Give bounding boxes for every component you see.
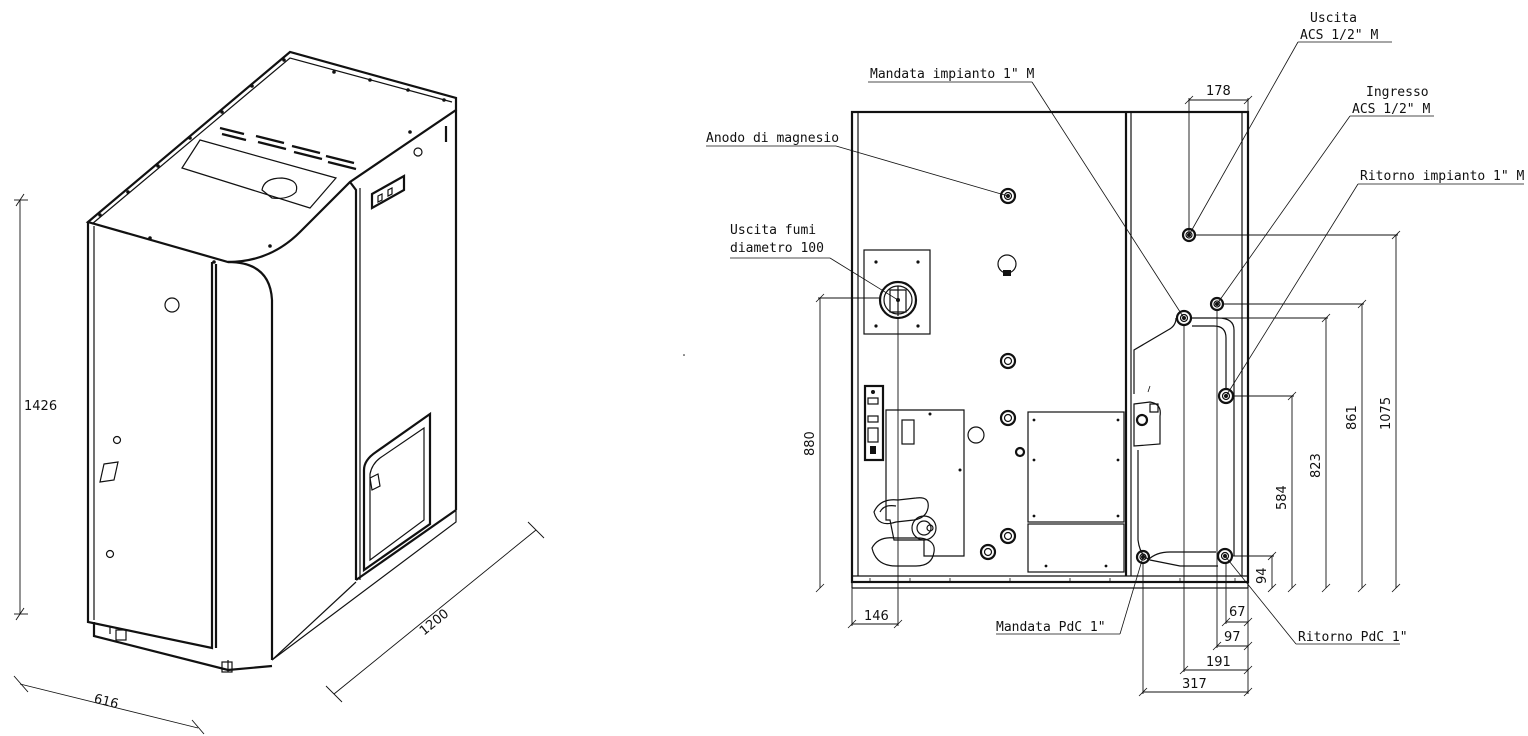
iso-access-door [362,411,432,573]
label-uscita-fumi-1: Uscita fumi [730,223,816,238]
central-panel-lower [1027,523,1125,573]
iso-top-panel [85,50,458,264]
dim-317: 317 [1182,677,1207,692]
label-ritorno-pdc: Ritorno PdC 1" [1298,630,1408,645]
label-mandata-impianto: Mandata impianto 1" M [870,67,1035,82]
label-uscita-acs-2: ACS 1/2" M [1300,28,1378,43]
iso-side-plate [370,174,406,210]
central-panel-upper [1027,411,1125,523]
flue-plate [863,249,931,335]
dim-97: 97 [1224,630,1241,645]
dim-584: 584 [1275,485,1290,510]
dim-67: 67 [1229,605,1246,620]
dim-146: 146 [864,609,889,624]
label-mandata-pdc: Mandata PdC 1" [996,620,1106,635]
control-module [863,384,885,462]
rear-view: Uscita ACS 1/2" M Mandata impianto 1" M … [706,11,1525,697]
dim-94: 94 [1255,567,1270,584]
isometric-view: 1426 616 1200 [13,50,545,735]
label-ingresso-acs-1: Ingresso [1366,85,1429,100]
dim-depth: 1200 [417,606,452,638]
rear-frame [850,110,1250,584]
label-uscita-acs-1: Uscita [1310,11,1357,26]
dim-width: 616 [92,692,120,713]
dim-178: 178 [1206,84,1231,99]
label-anodo: Anodo di magnesio [706,131,839,146]
valve-body [1133,401,1161,447]
label-uscita-fumi-2: diametro 100 [730,241,824,256]
dim-861: 861 [1345,405,1360,430]
iso-front-hole-top [164,297,180,313]
dim-1075: 1075 [1379,397,1394,430]
dim-823: 823 [1309,453,1324,478]
label-ingresso-acs-2: ACS 1/2" M [1352,102,1430,117]
anodo-fitting [999,187,1017,205]
dim-880: 880 [803,431,818,456]
label-ritorno-impianto: Ritorno impianto 1" M [1360,169,1525,184]
dim-height: 1426 [24,399,57,414]
dim-191: 191 [1206,655,1231,670]
